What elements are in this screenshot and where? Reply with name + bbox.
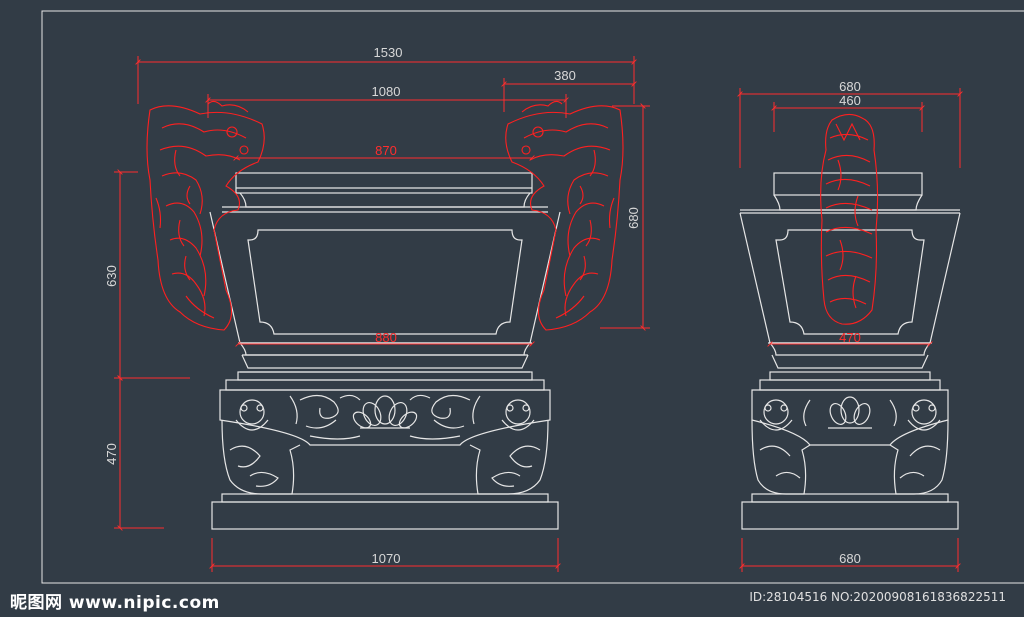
dim-base-height: 470 <box>104 443 119 465</box>
front-plinth-lower <box>211 501 559 530</box>
side-lotus-carving <box>828 396 872 429</box>
dim-bowl-bottom-front: 880 <box>375 330 397 345</box>
side-dim-base-width: 680 <box>839 551 861 566</box>
front-rim <box>235 172 533 194</box>
dim-body-height: 630 <box>104 265 119 287</box>
front-bowl <box>209 211 561 344</box>
side-base-top <box>759 379 941 391</box>
dim-right-height: 680 <box>626 207 641 229</box>
front-leg-left <box>221 419 301 495</box>
side-panel <box>775 229 925 335</box>
front-dimensions <box>114 56 650 572</box>
dim-base-width-front: 1070 <box>372 551 401 566</box>
side-dimensions <box>737 88 963 572</box>
side-dim-inner-width: 460 <box>839 93 861 108</box>
front-panel <box>247 229 523 335</box>
side-view <box>739 172 961 530</box>
side-rim <box>773 172 923 196</box>
side-plinth-lower <box>741 501 959 530</box>
front-view <box>209 172 561 530</box>
dim-overall-width: 1530 <box>374 45 403 60</box>
watermark-site: 昵图网 www.nipic.com <box>10 593 220 613</box>
front-base-apron <box>219 389 551 446</box>
drawing-frame <box>41 10 1024 584</box>
front-plinth-upper <box>221 493 549 503</box>
front-lotus-carving <box>352 395 418 429</box>
side-dim-bowl-bottom: 470 <box>839 330 861 345</box>
side-dim-top-width: 680 <box>839 79 861 94</box>
front-dragon-right <box>505 100 624 331</box>
side-base-apron <box>751 389 949 446</box>
side-plinth-upper <box>751 493 949 503</box>
front-base-top <box>237 371 533 381</box>
side-dragon <box>820 113 879 325</box>
dim-dragon-width: 380 <box>554 68 576 83</box>
front-leg-right <box>469 419 549 495</box>
dim-rim-width: 870 <box>375 143 397 158</box>
front-dragon-left <box>146 100 265 331</box>
watermark-id: ID:28104516 NO:20200908161836822511 <box>749 590 1006 604</box>
dim-inner-span: 1080 <box>372 84 401 99</box>
front-neck <box>239 192 531 208</box>
